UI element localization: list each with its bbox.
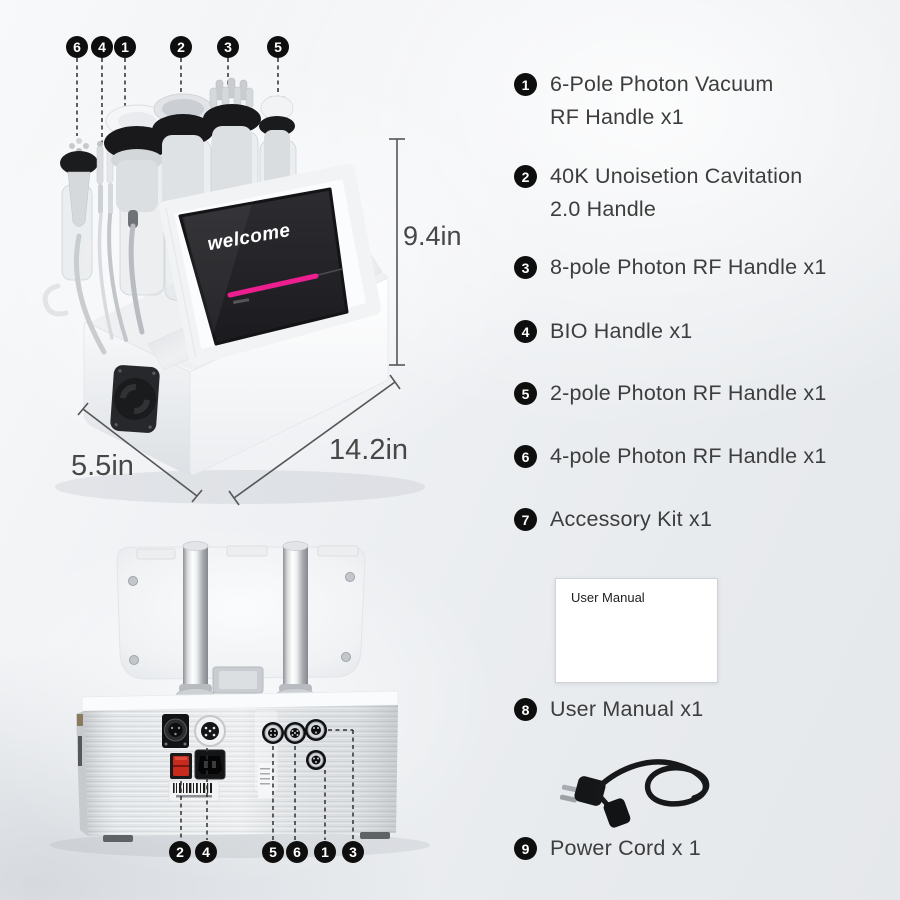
din-connector	[162, 714, 189, 748]
back-callout-1: 1	[314, 841, 336, 863]
dimension-depth	[77, 402, 203, 503]
item-label: Power Cord x 1	[550, 836, 701, 860]
back-callout-lines	[180, 729, 354, 840]
list-item: 6 4-pole Photon RF Handle x1	[514, 440, 827, 473]
item-bullet: 6	[514, 445, 537, 468]
item-bullet: 2	[514, 165, 537, 188]
dimension-height-label: 9.4in	[403, 221, 462, 251]
front-callout-6: 6	[66, 36, 88, 58]
list-item: 9 Power Cord x 1	[514, 832, 701, 865]
dimension-width-label: 14.2in	[329, 434, 409, 466]
list-item: 1 6-Pole Photon Vacuum RF Handle x1	[514, 68, 774, 134]
item-label: 2-pole Photon RF Handle x1	[550, 381, 827, 405]
front-screen-assembly: welcome	[147, 164, 383, 371]
item-label: Accessory Kit x1	[550, 507, 713, 531]
back-base	[76, 690, 399, 842]
back-callout-3: 3	[342, 841, 364, 863]
list-item: 5 2-pole Photon RF Handle x1	[514, 377, 827, 410]
item-label: 40K Unoisetion Cavitation 2.0 Handle	[550, 164, 803, 221]
power-switch	[170, 753, 192, 779]
handle-cables	[42, 210, 145, 355]
item-bullet: 3	[514, 256, 537, 279]
round-metal-connector	[194, 715, 226, 747]
handle-4pole-photon	[60, 138, 98, 227]
power-inlet	[194, 749, 226, 780]
list-item: 8 User Manual x1	[514, 693, 703, 726]
item-bullet: 4	[514, 320, 537, 343]
dimension-width	[228, 374, 401, 506]
front-callout-3: 3	[217, 36, 239, 58]
dimension-depth-label: 5.5in	[71, 450, 134, 482]
handle-40k-cavitation	[152, 93, 214, 213]
sticker	[258, 764, 272, 798]
handle-2pole-photon	[259, 95, 295, 186]
front-callout-4: 4	[91, 36, 113, 58]
screen-back	[116, 546, 366, 680]
back-callout-6: 6	[286, 841, 308, 863]
item-bullet: 8	[514, 698, 537, 721]
output-sockets	[262, 719, 327, 770]
front-callout-1: 1	[114, 36, 136, 58]
list-item: 7 Accessory Kit x1	[514, 503, 712, 536]
rear-panel	[162, 709, 327, 802]
dimension-lines	[77, 138, 405, 506]
tablet-screen	[178, 187, 349, 346]
dimension-height	[389, 138, 405, 366]
front-callout-5: 5	[267, 36, 289, 58]
screen-back-screws	[128, 572, 355, 665]
loading-bar	[227, 273, 319, 298]
machine-front-illustration: welcome	[42, 58, 425, 506]
back-callout-4: 4	[195, 841, 217, 863]
barcode-label	[168, 780, 220, 802]
back-callout-2: 2	[169, 841, 191, 863]
item-label: 8-pole Photon RF Handle x1	[550, 255, 827, 279]
back-callout-5: 5	[262, 841, 284, 863]
handles	[60, 77, 295, 227]
item-label: 6-Pole Photon Vacuum RF Handle x1	[550, 72, 774, 129]
top-clamps	[136, 545, 359, 560]
front-shadow	[55, 470, 425, 504]
item-label: BIO Handle x1	[550, 319, 693, 343]
handle-8pole-photon	[203, 77, 261, 202]
item-bullet: 7	[514, 508, 537, 531]
item-label: 4-pole Photon RF Handle x1	[550, 444, 827, 468]
list-item: 4 BIO Handle x1	[514, 315, 692, 348]
support-poles	[176, 541, 315, 702]
item-label: User Manual x1	[550, 697, 704, 721]
user-manual-image: User Manual	[555, 578, 718, 683]
item-bullet: 1	[514, 73, 537, 96]
list-item: 2 40K Unoisetion Cavitation 2.0 Handle	[514, 160, 802, 226]
fan-vent	[110, 365, 160, 433]
user-manual-title: User Manual	[571, 590, 645, 605]
item-bullet: 5	[514, 382, 537, 405]
front-callout-2: 2	[170, 36, 192, 58]
handle-6pole-vacuum	[104, 104, 170, 212]
item-bullet: 9	[514, 837, 537, 860]
power-cord-illustration	[559, 759, 710, 828]
machine-back-illustration	[50, 541, 430, 858]
list-item: 3 8-pole Photon RF Handle x1	[514, 251, 827, 284]
loading-track	[317, 268, 343, 276]
